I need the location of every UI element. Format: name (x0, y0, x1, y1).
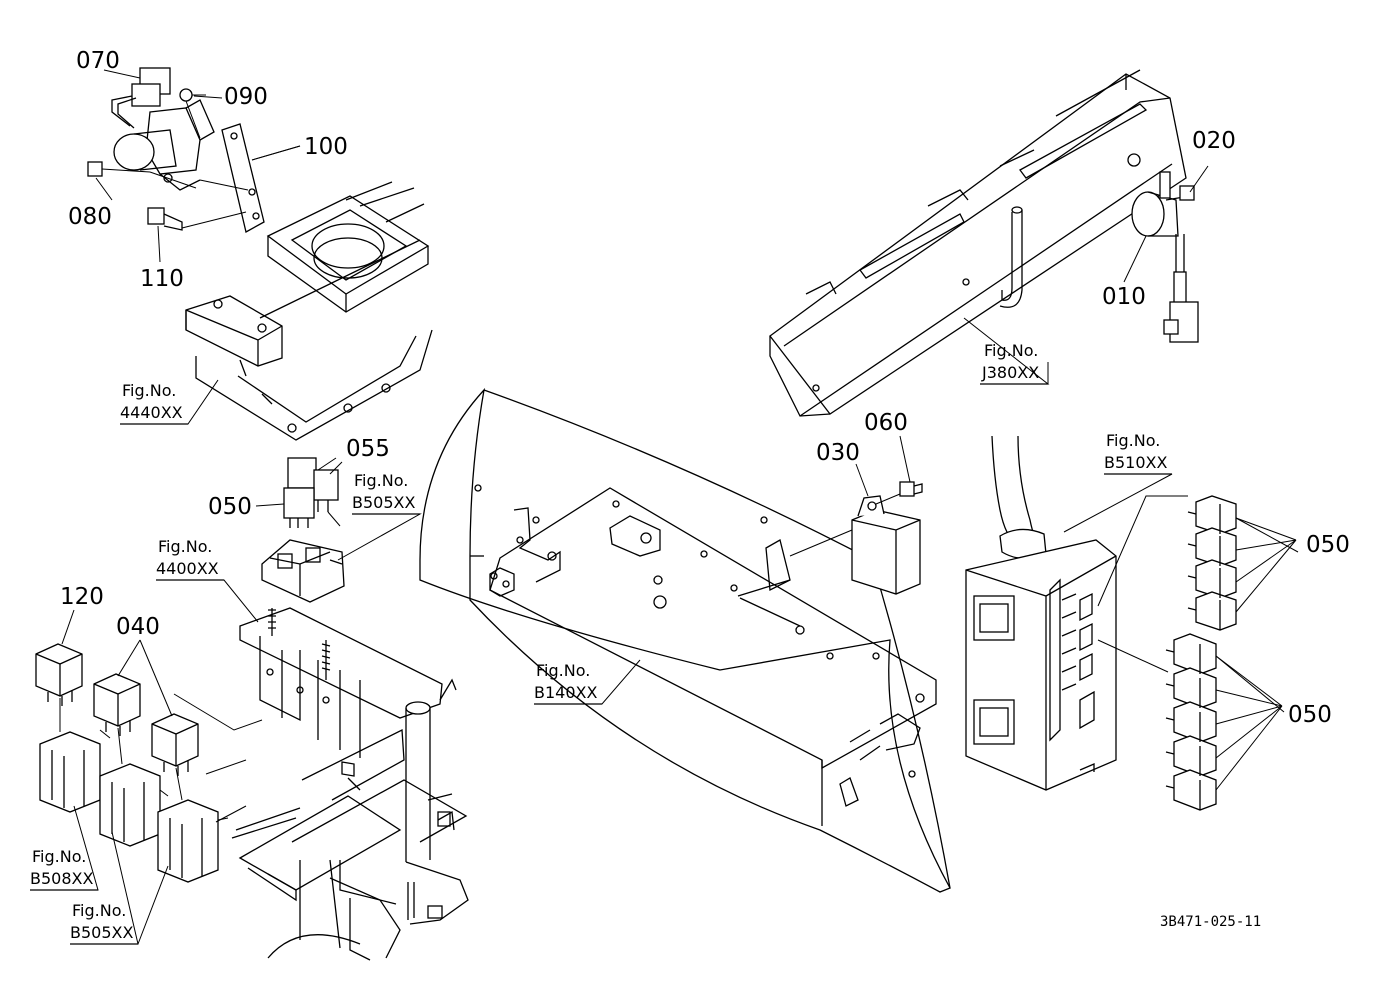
part-label-080: 080 (68, 204, 112, 230)
relay-box-b510-drawing (965, 435, 1188, 791)
part-label-100: 100 (304, 134, 348, 160)
part-number-labels: 070 090 100 080 110 020 010 055 050 060 … (60, 48, 1350, 728)
fig-ref-4440-line2: 4440XX (120, 403, 183, 422)
part-label-050-upper: 050 (1306, 532, 1350, 558)
fig-ref-4400-line2: 4400XX (156, 559, 219, 578)
plate-structure-drawing (231, 607, 469, 961)
panel-b140-drawing (419, 387, 951, 893)
part-label-010: 010 (1102, 284, 1146, 310)
fig-ref-4400-line1: Fig.No. (158, 537, 212, 556)
part-label-060: 060 (864, 410, 908, 436)
relay-stack-lower-drawing (1165, 633, 1283, 811)
relay-stack-upper-drawing (1187, 495, 1297, 631)
part-label-110: 110 (140, 266, 184, 292)
part-label-050-lower: 050 (1288, 702, 1332, 728)
fig-ref-b508-line2: B508XX (30, 869, 93, 888)
part-label-090: 090 (224, 84, 268, 110)
leader-lines (61, 69, 1299, 717)
part-label-020: 020 (1192, 128, 1236, 154)
part-label-040: 040 (116, 614, 160, 640)
relay-group-040-drawing (35, 643, 263, 883)
fig-ref-j380-line2: J380XX (981, 363, 1039, 382)
part-label-050-relay-socket: 050 (208, 494, 252, 520)
part-label-030: 030 (816, 440, 860, 466)
crossmember-drawing (769, 69, 1199, 417)
fig-ref-b505-upper-line2: B505XX (352, 493, 415, 512)
relay-group-055-drawing (261, 457, 345, 603)
figure-reference-labels: Fig.No. J380XX Fig.No. 4440XX Fig.No. B5… (30, 341, 1172, 945)
fig-ref-b505-upper-line1: Fig.No. (354, 471, 408, 490)
solenoid-assembly-drawing (87, 67, 433, 441)
fig-ref-b140-line1: Fig.No. (536, 661, 590, 680)
fig-ref-4440-line1: Fig.No. (122, 381, 176, 400)
fig-ref-b505-lower-line2: B505XX (70, 923, 133, 942)
part-label-055: 055 (346, 436, 390, 462)
part-label-120: 120 (60, 584, 104, 610)
fig-ref-b510-line2: B510XX (1104, 453, 1167, 472)
part-label-070: 070 (76, 48, 120, 74)
drawing-code: 3B471-025-11 (1160, 914, 1261, 930)
fig-ref-b508-line1: Fig.No. (32, 847, 86, 866)
fig-ref-b140-line2: B140XX (534, 683, 597, 702)
fig-ref-b505-lower-line1: Fig.No. (72, 901, 126, 920)
fig-ref-j380-line1: Fig.No. (984, 341, 1038, 360)
fig-ref-b510-line1: Fig.No. (1106, 431, 1160, 450)
buzzer-030-drawing (789, 481, 923, 595)
